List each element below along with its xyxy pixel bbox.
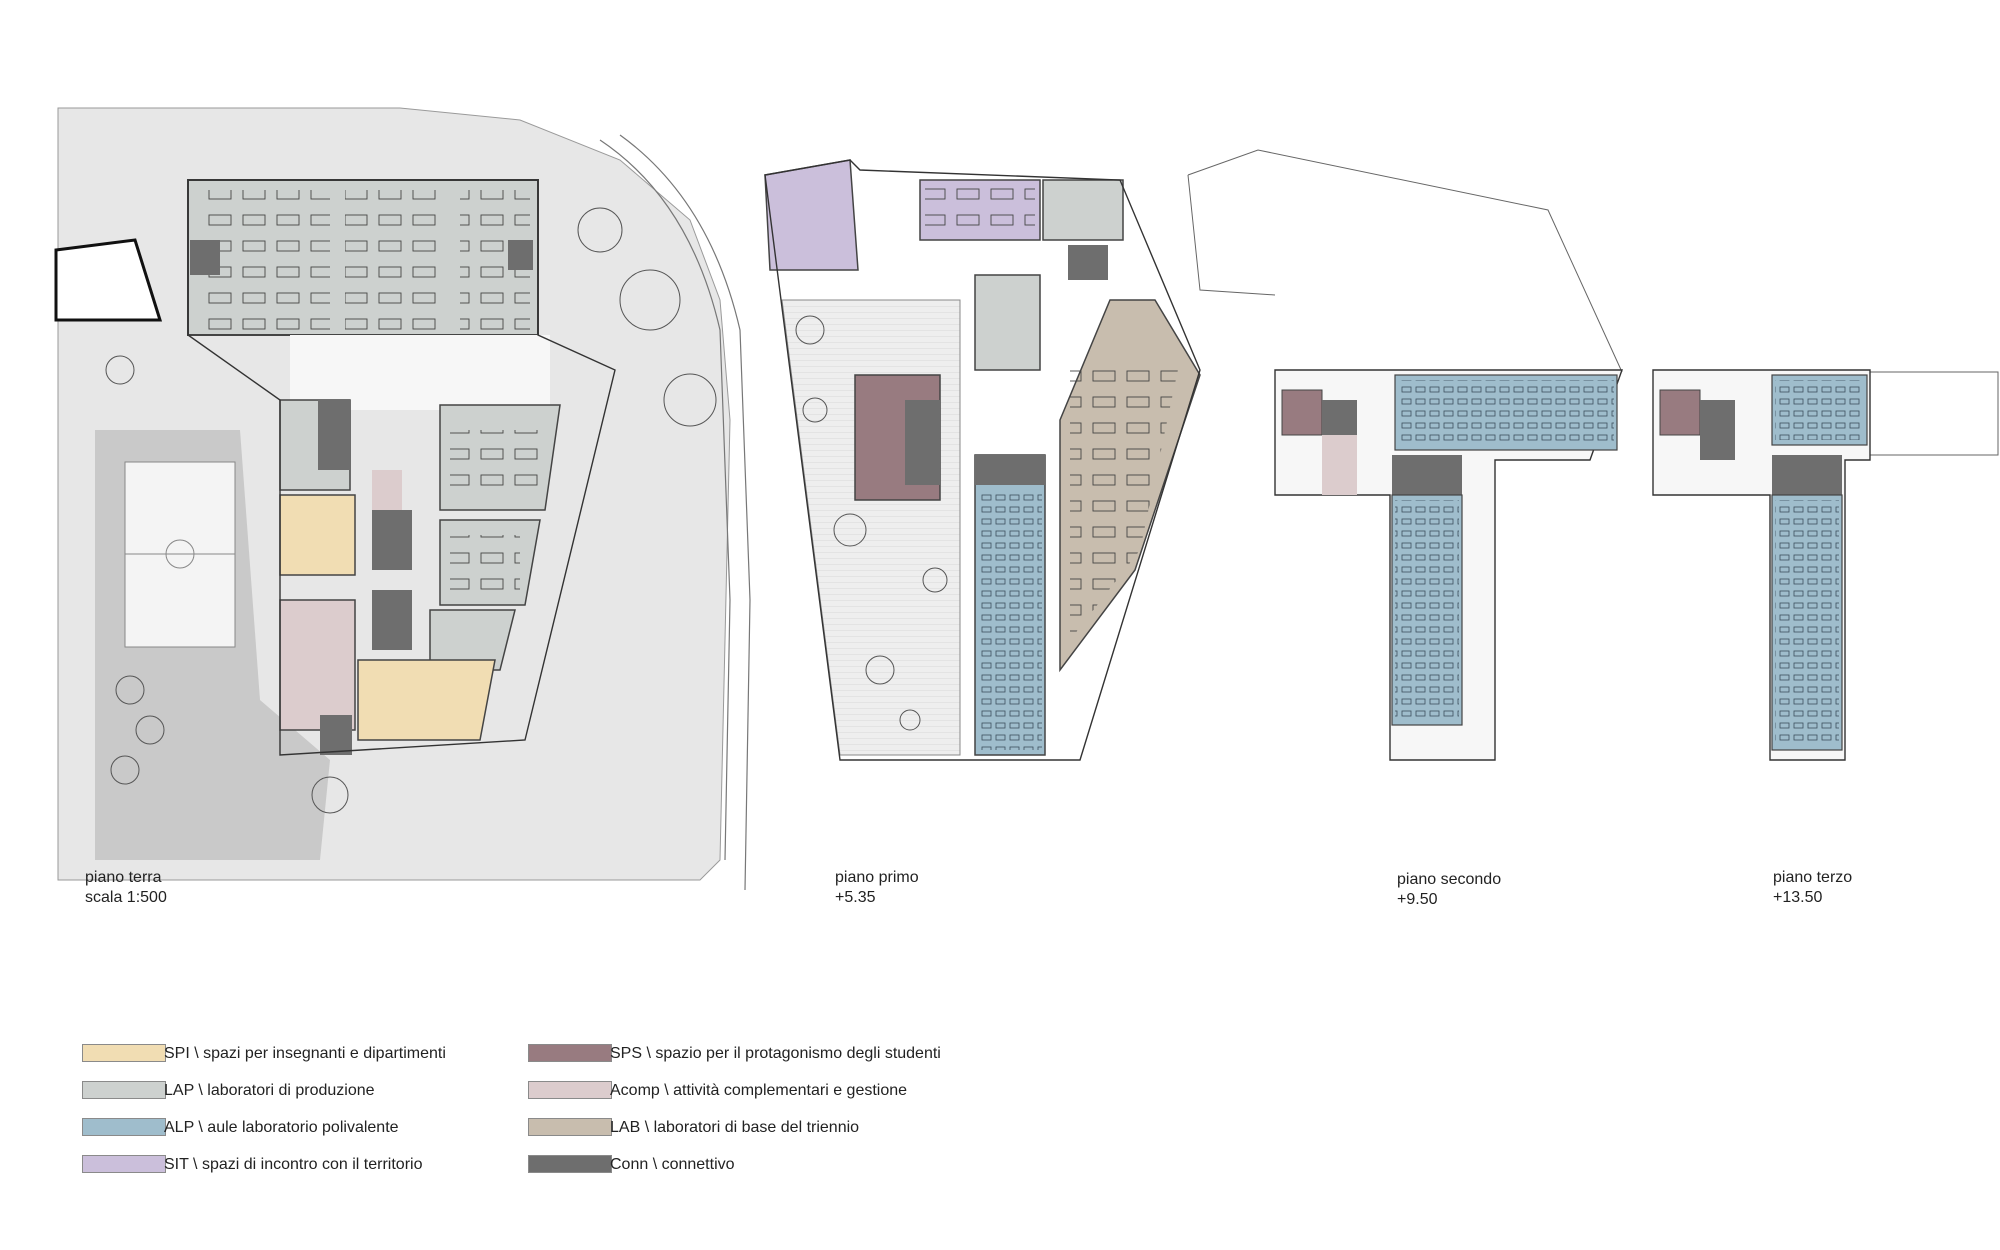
legend-label: Conn \ connettivo <box>610 1156 735 1173</box>
lower-roof-outline <box>1187 149 1623 373</box>
room-conn <box>975 455 1045 485</box>
plan-first-floor <box>764 159 1201 761</box>
plan-caption-third: piano terzo +13.50 <box>1773 868 1852 908</box>
room-conn <box>905 400 940 485</box>
adjacent-building <box>54 238 163 322</box>
room-conn <box>1772 455 1842 495</box>
legend-swatch-sps <box>528 1044 612 1062</box>
room-lap <box>974 274 1041 371</box>
plan-subtitle: scala 1:500 <box>85 889 167 906</box>
legend-label: SPI \ spazi per insegnanti e dipartiment… <box>164 1045 446 1062</box>
trees <box>105 207 717 814</box>
plan-caption-second: piano secondo +9.50 <box>1397 870 1501 910</box>
room-lap <box>429 609 516 671</box>
plan-title: piano terra <box>85 869 162 886</box>
room-conn <box>508 240 533 270</box>
plan-caption-first: piano primo +5.35 <box>835 868 919 908</box>
plan-subtitle: +9.50 <box>1397 891 1438 908</box>
room-acomp <box>1322 435 1357 495</box>
lower-roof-outline <box>1869 371 1999 456</box>
plan-second-floor <box>1187 149 1623 761</box>
road-outline <box>599 139 731 861</box>
legend-label: LAP \ laboratori di produzione <box>164 1082 375 1099</box>
plan-subtitle: +5.35 <box>835 889 876 906</box>
legend-swatch-lap <box>82 1081 166 1099</box>
roof-terrace <box>781 299 961 756</box>
plan-caption-ground: piano terra scala 1:500 <box>85 868 167 908</box>
plan-third-floor <box>1652 369 1999 761</box>
legend-swatch-acomp <box>528 1081 612 1099</box>
plan-title: piano secondo <box>1397 871 1502 888</box>
plan-subtitle: +13.50 <box>1773 889 1823 906</box>
room-sps <box>1281 389 1323 436</box>
plan-ground-floor <box>54 107 751 891</box>
room-conn <box>1322 400 1357 435</box>
legend-swatch-conn <box>528 1155 612 1173</box>
room-conn <box>320 715 352 755</box>
room-lap <box>1042 179 1124 241</box>
legend-swatch-spi <box>82 1044 166 1062</box>
legend-swatch-lab <box>528 1118 612 1136</box>
room-conn <box>1392 455 1462 495</box>
courtyard <box>290 335 550 410</box>
room-spi <box>279 494 356 576</box>
legend-label: LAB \ laboratori di base del triennio <box>610 1119 860 1136</box>
legend-label: SPS \ spazio per il protagonismo degli s… <box>610 1045 941 1062</box>
room-conn <box>372 590 412 650</box>
room-conn <box>318 400 350 470</box>
room-sit <box>764 159 859 271</box>
building-outline <box>764 159 1201 761</box>
room-spi <box>357 659 496 741</box>
legend-label: SIT \ spazi di incontro con il territori… <box>164 1156 423 1173</box>
room-sps <box>1659 389 1701 436</box>
building-outline <box>187 179 616 756</box>
room-acomp <box>372 470 402 510</box>
plan-title: piano terzo <box>1773 869 1853 886</box>
legend-swatch-sit <box>82 1155 166 1173</box>
room-conn <box>190 240 220 275</box>
legend-label: Acomp \ attività complementari e gestion… <box>610 1082 908 1099</box>
legend-swatch-alp <box>82 1118 166 1136</box>
room-conn <box>1068 245 1108 280</box>
room-acomp <box>279 599 356 731</box>
room-conn <box>372 510 412 570</box>
legend-label: ALP \ aule laboratorio polivalente <box>164 1119 399 1136</box>
plan-title: piano primo <box>835 869 919 886</box>
road-outline <box>619 134 751 891</box>
room-conn <box>1700 400 1735 460</box>
trees <box>795 315 948 731</box>
